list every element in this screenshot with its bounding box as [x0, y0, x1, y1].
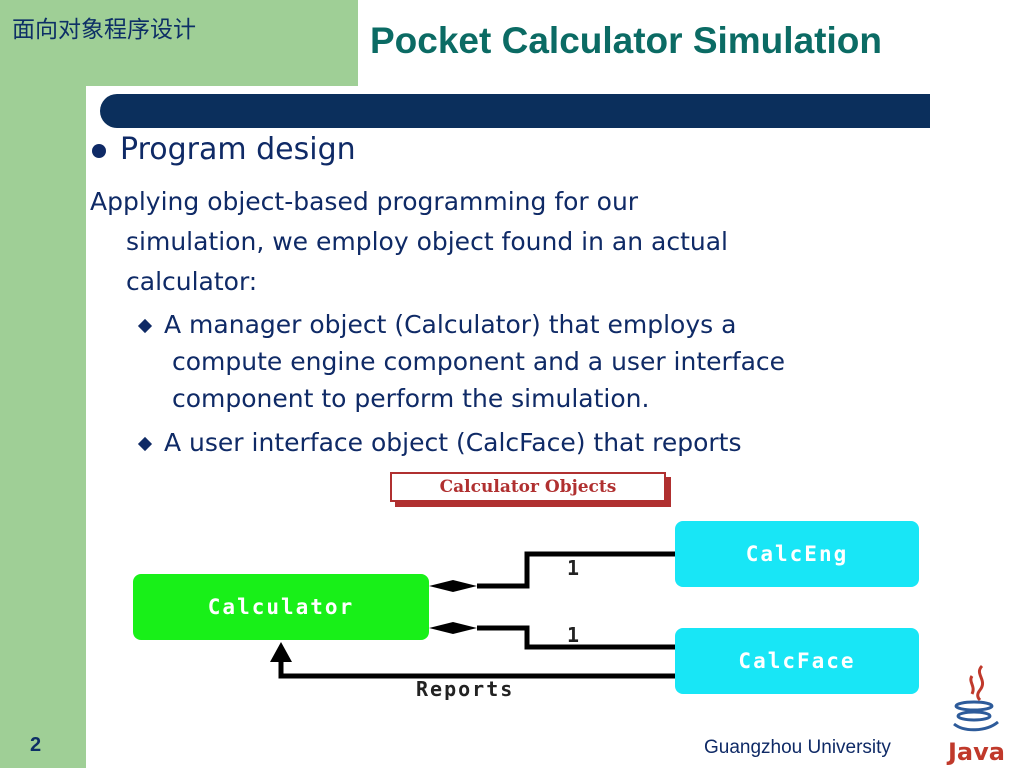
paragraph-line-2: simulation, we employ object found in an… — [126, 227, 728, 256]
aggregation-diamond-bottom — [429, 622, 477, 634]
reports-arrowhead-icon — [270, 642, 292, 662]
sub-bullet-manager: A manager object (Calculator) that emplo… — [137, 306, 940, 417]
sub1-line-1: A manager object (Calculator) that emplo… — [164, 310, 737, 339]
sub2-line-1: A user interface object (CalcFace) that … — [164, 428, 742, 457]
footer-university: Guangzhou University — [704, 737, 891, 758]
connector-engine — [477, 551, 675, 589]
page-number: 2 — [30, 734, 42, 756]
bullet-text: Program design — [120, 132, 356, 167]
connector-reports — [278, 660, 675, 679]
sub1-line-2: compute engine component and a user inte… — [172, 347, 786, 376]
title-underline-bar — [100, 94, 930, 128]
top-left-banner — [0, 0, 358, 86]
calceng-box: CalcEng — [675, 521, 919, 587]
sub1-line-3: component to perform the simulation. — [172, 384, 650, 413]
paragraph: Applying object-based programming for ou… — [90, 182, 910, 302]
slide-title: Pocket Calculator Simulation — [370, 20, 882, 61]
svg-text:Java: Java — [946, 738, 1005, 766]
paragraph-line-3: calculator: — [126, 267, 258, 296]
connector-face — [477, 625, 675, 650]
sub-bullet-interface: A user interface object (CalcFace) that … — [137, 424, 940, 461]
multiplicity-engine: 1 — [567, 556, 580, 580]
aggregation-diamond-top — [429, 580, 477, 592]
bullet-program-design: Program design — [92, 132, 356, 167]
diagram-label: Calculator Objects — [390, 472, 666, 502]
calculator-box: Calculator — [133, 574, 429, 640]
reports-label: Reports — [416, 677, 515, 701]
multiplicity-face: 1 — [567, 623, 580, 647]
bullet-dot-icon — [92, 143, 106, 158]
paragraph-line-1: Applying object-based programming for ou… — [90, 187, 639, 216]
course-title: 面向对象程序设计 — [12, 17, 196, 43]
left-sidebar — [0, 0, 86, 768]
calcface-box: CalcFace — [675, 628, 919, 694]
java-logo-icon: Java — [946, 664, 1005, 766]
